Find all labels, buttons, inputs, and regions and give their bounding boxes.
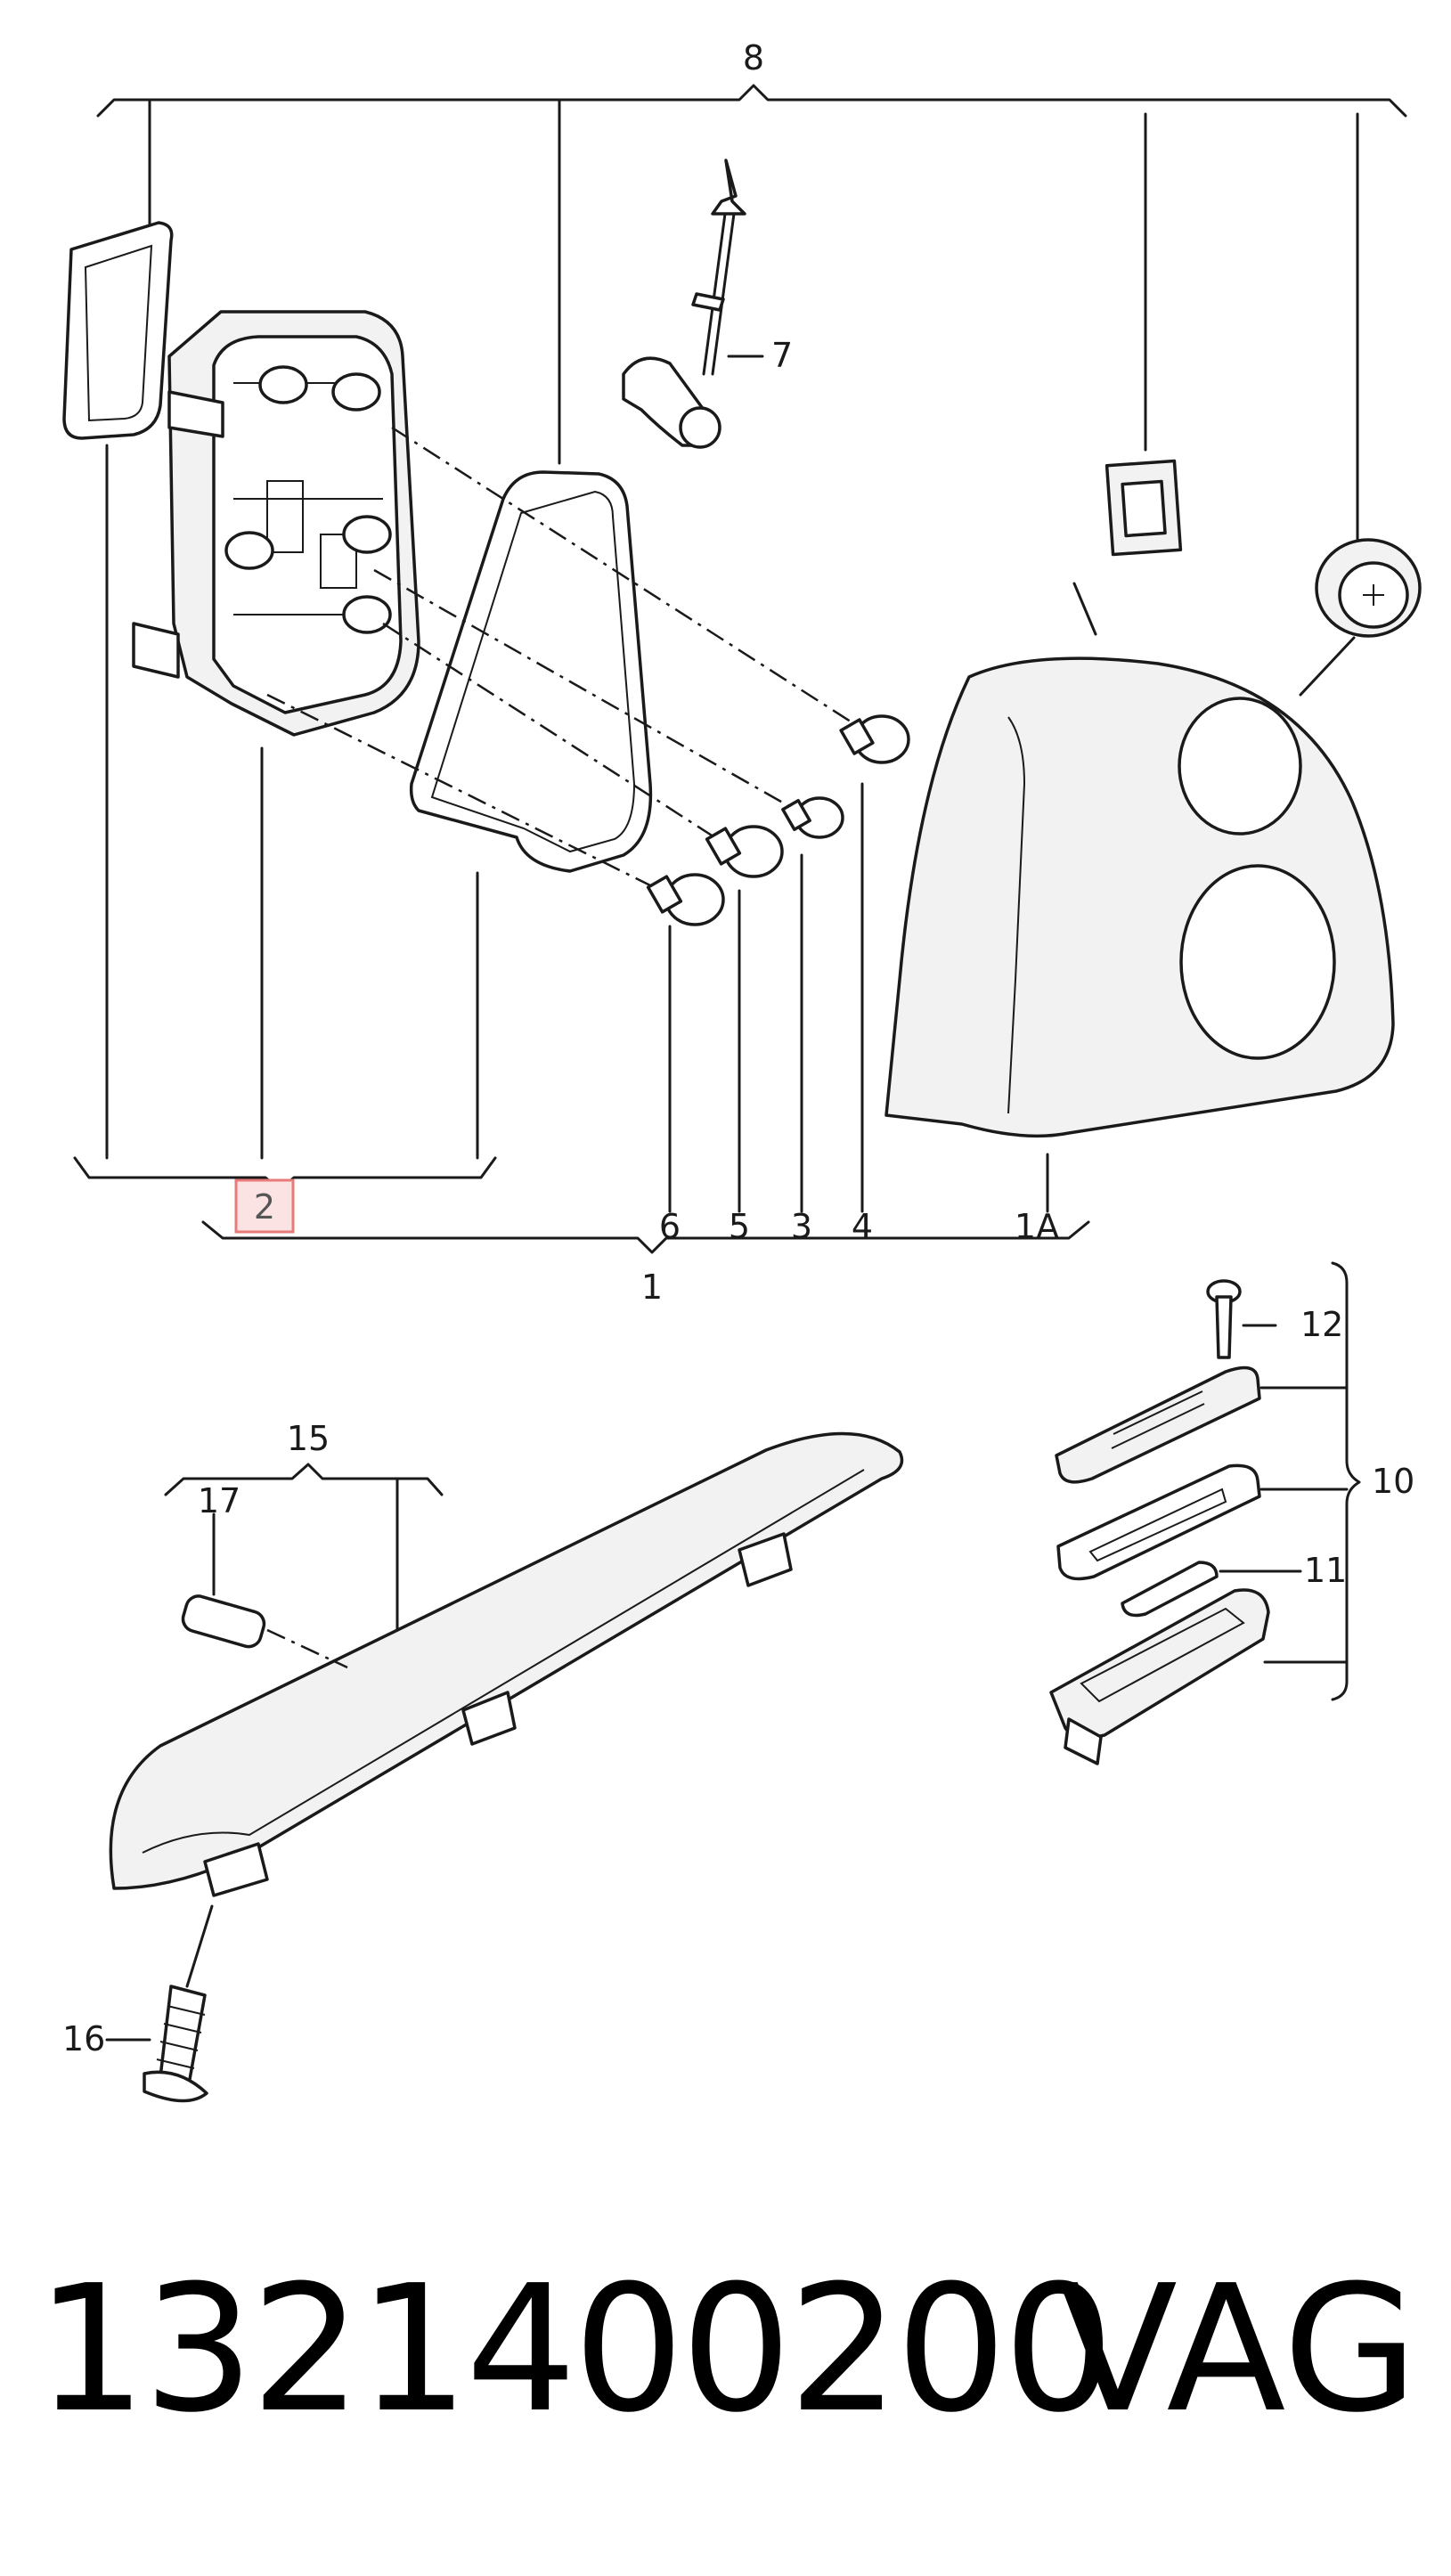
screw-16 xyxy=(105,1904,214,2103)
callout-12: 12 xyxy=(1300,1305,1343,1344)
callout-10: 10 xyxy=(1372,1462,1414,1501)
square-clip xyxy=(1105,459,1183,557)
callout-11: 11 xyxy=(1304,1551,1347,1590)
callout-5: 5 xyxy=(729,1207,750,1246)
third-brake-light xyxy=(109,1431,904,1897)
bracket-8 xyxy=(96,84,1407,545)
callout-7: 7 xyxy=(771,336,793,375)
bulb-holder xyxy=(132,310,420,737)
callout-1: 1 xyxy=(641,1268,663,1307)
callout-16: 16 xyxy=(62,2019,105,2058)
callout-6: 6 xyxy=(659,1207,681,1246)
assembly-axes xyxy=(266,426,854,893)
callout-17: 17 xyxy=(198,1481,240,1520)
highlight-box-2 xyxy=(234,1178,295,1234)
footer: 1321400200 VAG xyxy=(36,2262,1425,2494)
bracket-2 xyxy=(73,444,497,1192)
part-number: 1321400200 xyxy=(36,2248,1114,2451)
round-cap xyxy=(1315,538,1422,638)
callout-3: 3 xyxy=(791,1207,812,1246)
callout-15: 15 xyxy=(287,1419,330,1458)
gasket-large xyxy=(409,470,653,873)
callout-4: 4 xyxy=(852,1207,873,1246)
licence-light-group xyxy=(1049,1261,1361,1765)
bulb-6 xyxy=(646,873,725,1213)
callout-8: 8 xyxy=(743,38,764,77)
callout-1A: 1A xyxy=(1015,1207,1059,1246)
bracket-1 xyxy=(201,1220,1090,1254)
tail-light-housing xyxy=(884,582,1395,1213)
callout-labels: 8 7 2 6 5 3 4 1A 1 12 10 11 15 17 16 xyxy=(62,38,1414,2058)
callout-2: 2 xyxy=(254,1187,275,1227)
bulb-4 xyxy=(839,714,910,1213)
bulb-3 xyxy=(781,796,844,1213)
wire-connector-7 xyxy=(622,159,764,449)
gasket-small xyxy=(62,221,174,440)
brand-label: VAG xyxy=(1057,2248,1418,2451)
bulb-5 xyxy=(705,825,784,1213)
